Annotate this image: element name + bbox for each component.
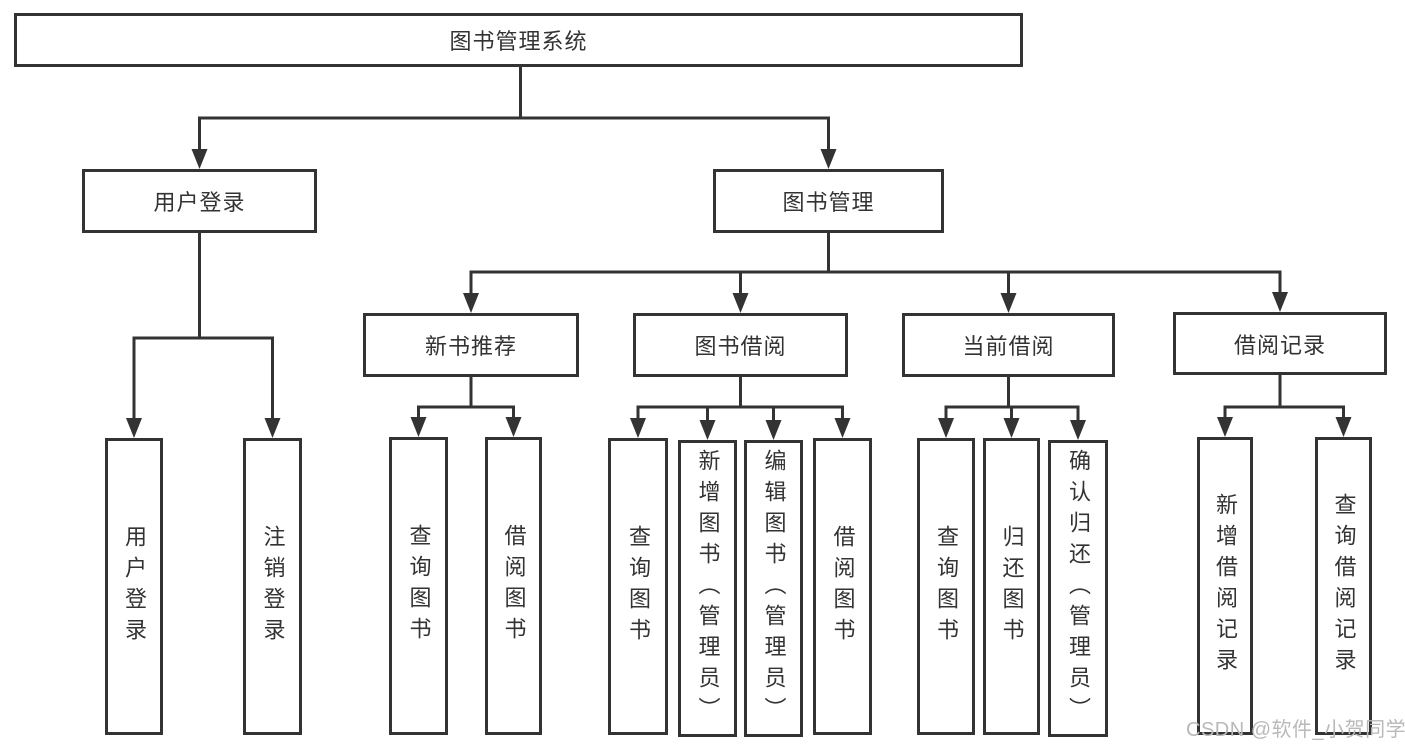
leaf-return-book: 归还图书 [983,438,1040,735]
arrow-down-icon [1217,417,1233,437]
leaf-query-book-borrow: 查询图书 [608,438,668,735]
arrow-down-icon [630,418,646,438]
arrow-down-icon [1000,293,1017,313]
arrow-down-icon [1272,292,1288,312]
leaf-query-book-current: 查询图书 [917,438,975,735]
arrow-down-icon [463,293,479,313]
leaf-edit-book-admin-label: 编辑图书（管理员） [761,449,787,728]
node-library-system-label: 图书管理系统 [449,29,588,54]
leaf-query-book-current-label: 查询图书 [934,524,959,649]
node-library-system: 图书管理系统 [14,13,1023,67]
arrow-down-icon [765,420,782,440]
arrow-down-icon [126,418,142,438]
node-user-login-label: 用户登录 [153,190,246,215]
leaf-borrow-book-recommend: 借阅图书 [485,437,542,735]
leaf-add-book-admin: 新增图书（管理员） [678,440,737,737]
arrow-down-icon [264,418,281,438]
connector-line [636,377,844,422]
arrow-down-icon [732,293,749,313]
leaf-add-borrow-record: 新增借阅记录 [1197,437,1253,735]
node-new-book-recommend-label: 新书推荐 [424,334,517,359]
connector-line [1223,375,1345,419]
arrow-down-icon [1003,418,1020,438]
leaf-borrow-book: 借阅图书 [813,438,872,735]
leaf-borrow-book-recommend-label: 借阅图书 [501,524,527,648]
node-book-borrow-label: 图书借阅 [694,334,787,359]
connector-line [198,67,830,152]
connector-line [944,377,1080,422]
leaf-logout-label: 注销登录 [260,524,286,649]
leaf-edit-book-admin: 编辑图书（管理员） [744,440,803,737]
connector-line [417,377,515,419]
node-user-login: 用户登录 [82,169,317,233]
arrow-down-icon [699,420,716,440]
leaf-query-book-borrow-label: 查询图书 [626,524,651,649]
node-book-management-label: 图书管理 [782,190,875,215]
node-current-borrow: 当前借阅 [902,313,1115,377]
leaf-return-book-label: 归还图书 [999,524,1025,649]
csdn-watermark: CSDN @软件_小贺同学 [1186,719,1405,741]
leaf-add-book-admin-label: 新增图书（管理员） [695,449,721,728]
leaf-query-book-recommend-label: 查询图书 [406,524,432,648]
leaf-user-login-label: 用户登录 [122,524,147,649]
arrow-down-icon [820,149,837,169]
node-borrow-records-label: 借阅记录 [1233,332,1326,358]
connector-line [469,233,1282,295]
arrow-down-icon [191,149,208,169]
leaf-confirm-return-admin-label: 确认归还（管理员） [1066,449,1091,728]
node-new-book-recommend: 新书推荐 [363,313,579,377]
arrow-down-icon [1335,417,1352,437]
leaf-query-borrow-record: 查询借阅记录 [1315,437,1372,735]
leaf-borrow-book-label: 借阅图书 [830,524,856,649]
leaf-logout: 注销登录 [243,438,302,735]
leaf-query-borrow-record-label: 查询借阅记录 [1331,493,1357,679]
node-book-borrow: 图书借阅 [633,313,848,377]
arrow-down-icon [834,418,851,438]
leaf-query-book-recommend: 查询图书 [389,437,448,735]
arrow-down-icon [410,417,427,437]
node-book-management: 图书管理 [713,169,944,233]
connector-line [132,233,274,420]
leaf-user-login: 用户登录 [105,438,163,735]
arrow-down-icon [938,418,954,438]
node-borrow-records: 借阅记录 [1173,312,1387,375]
node-current-borrow-label: 当前借阅 [962,334,1055,359]
leaf-add-borrow-record-label: 新增借阅记录 [1213,493,1238,679]
arrow-down-icon [1070,420,1086,440]
arrow-down-icon [505,417,522,437]
leaf-confirm-return-admin: 确认归还（管理员） [1048,440,1108,737]
